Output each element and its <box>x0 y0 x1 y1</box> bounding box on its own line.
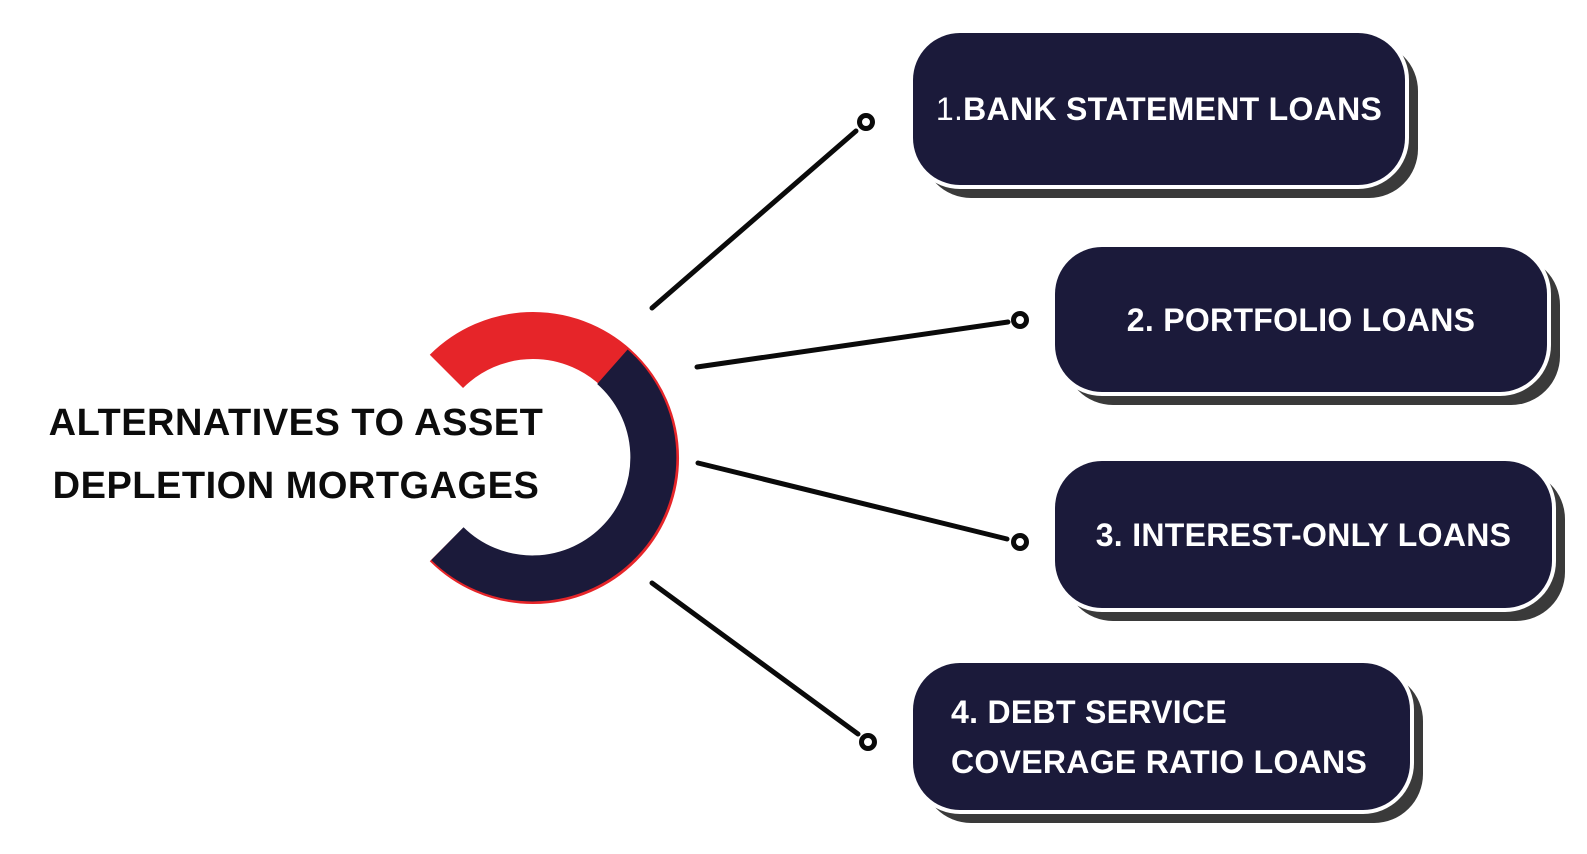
loan-box-title: PORTFOLIO LOANS <box>1163 301 1476 338</box>
diagram-title-line1: ALTERNATIVES TO ASSET <box>48 402 544 444</box>
loan-box-title: INTEREST-ONLY LOANS <box>1132 516 1512 553</box>
loan-box-label: 1.BANK STATEMENT LOANS <box>936 84 1382 134</box>
connector-node-3 <box>1011 533 1029 551</box>
diagram-title-line2: DEPLETION MORTGAGES <box>52 465 540 507</box>
loan-box-number: 3. <box>1095 516 1133 553</box>
loan-box-label: 3. INTEREST-ONLY LOANS <box>1096 510 1512 560</box>
loan-box-label: 4. DEBT SERVICE <box>951 687 1227 737</box>
diagram-title: ALTERNATIVES TO ASSET DEPLETION MORTGAGE… <box>0 392 592 518</box>
loan-box-number: 2. <box>1126 301 1164 338</box>
loan-box-label: 2. PORTFOLIO LOANS <box>1127 295 1476 345</box>
loan-box-dscr: 4. DEBT SERVICE COVERAGE RATIO LOANS <box>913 663 1410 810</box>
loan-box-title: DEBT SERVICE <box>987 693 1227 730</box>
loan-box-bank-statement: 1.BANK STATEMENT LOANS <box>913 33 1405 185</box>
connector-node-4 <box>859 733 877 751</box>
loan-box-portfolio: 2. PORTFOLIO LOANS <box>1055 247 1547 392</box>
loan-box-interest-only: 3. INTEREST-ONLY LOANS <box>1055 461 1552 608</box>
connector-line-3 <box>695 460 1010 542</box>
loan-box-number: 1. <box>935 91 964 127</box>
loan-box-number: 4. <box>951 693 988 730</box>
connector-line-4 <box>649 580 861 737</box>
connector-line-2 <box>694 319 1011 370</box>
connector-line-1 <box>649 128 859 311</box>
loan-box-label-line2: COVERAGE RATIO LOANS <box>951 743 1368 780</box>
loan-box-title: BANK STATEMENT LOANS <box>963 91 1383 127</box>
connector-node-1 <box>857 113 875 131</box>
connector-node-2 <box>1011 311 1029 329</box>
